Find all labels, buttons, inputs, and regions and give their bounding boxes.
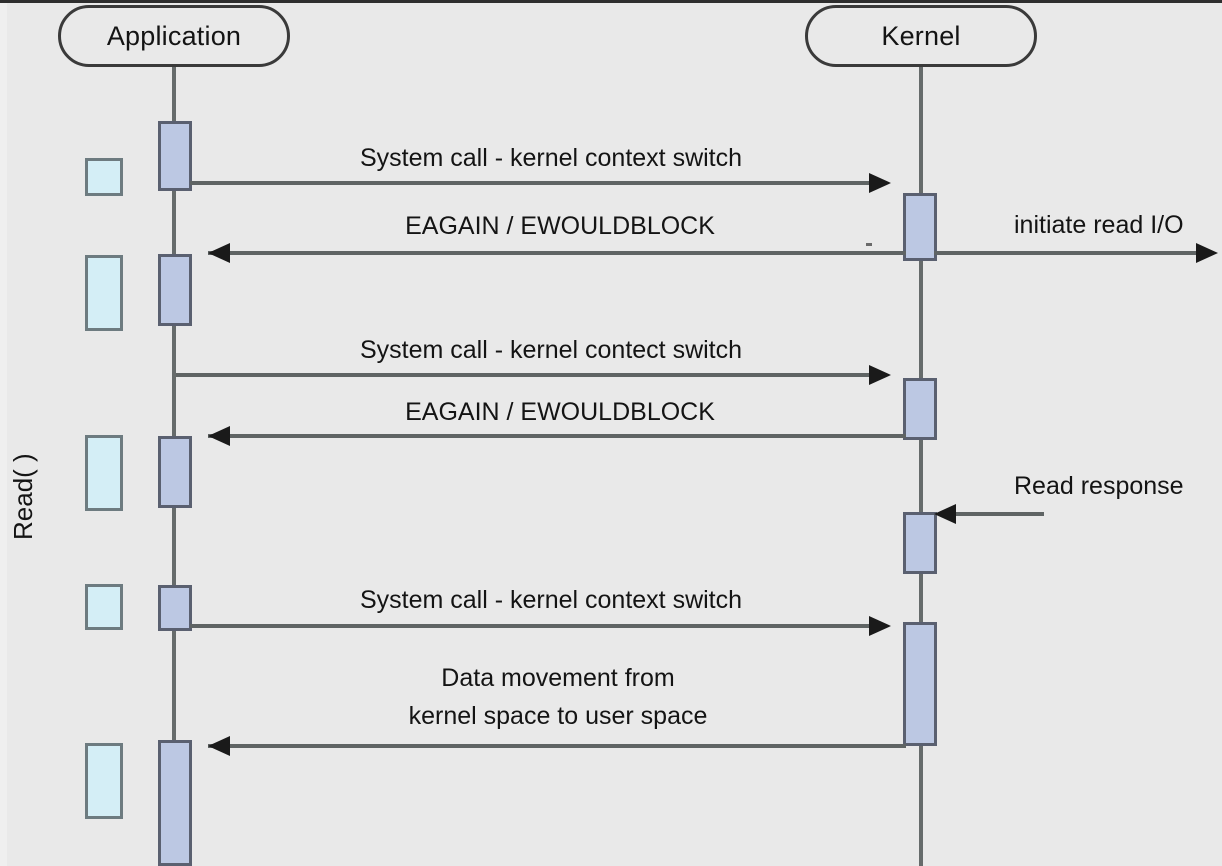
note-box-5 [85, 743, 123, 819]
message-arrowhead-6 [934, 504, 956, 524]
message-arrowhead-4 [869, 365, 891, 385]
message-line-7 [190, 624, 880, 628]
message-line-6 [952, 512, 1044, 516]
activation-application-5[interactable] [158, 740, 192, 866]
message-line-3 [934, 251, 1202, 255]
activation-kernel-1[interactable] [903, 193, 937, 261]
message-label-8-line1: Data movement from [441, 664, 675, 692]
lifeline-kernel [919, 67, 923, 866]
message-label-2: EAGAIN / EWOULDBLOCK [405, 212, 715, 240]
note-box-1 [85, 158, 123, 196]
message-arrowhead-2 [208, 243, 230, 263]
read-operation-label: Read( ) [8, 453, 38, 540]
message-line-5 [208, 434, 906, 438]
message-label-1: System call - kernel context switch [359, 144, 743, 172]
activation-application-1[interactable] [158, 121, 192, 191]
message-line-4 [176, 373, 880, 377]
lifeline-head-kernel-label: Kernel [881, 20, 961, 51]
message-line-8 [208, 744, 906, 748]
message-label-6: Read response [1014, 472, 1184, 500]
message-label-8-line2: kernel space to user space [408, 702, 708, 730]
lifeline-head-kernel[interactable]: Kernel [805, 5, 1037, 67]
note-box-2 [85, 255, 123, 331]
message-line-2 [208, 251, 906, 255]
message-arrowhead-1 [869, 173, 891, 193]
left-edge-band [0, 3, 7, 866]
activation-application-3[interactable] [158, 436, 192, 508]
message-arrowhead-8 [208, 736, 230, 756]
activation-kernel-2[interactable] [903, 378, 937, 440]
message-arrowhead-5 [208, 426, 230, 446]
activation-kernel-3[interactable] [903, 512, 937, 574]
message-arrowhead-3 [1196, 243, 1218, 263]
message-label-4: System call - kernel contect switch [359, 336, 743, 364]
top-border-rule [0, 0, 1222, 3]
message-line-1 [190, 181, 880, 185]
activation-application-2[interactable] [158, 254, 192, 326]
activation-application-4[interactable] [158, 585, 192, 631]
artifact-speck [866, 243, 872, 246]
message-arrowhead-7 [869, 616, 891, 636]
note-box-4 [85, 584, 123, 630]
lifeline-head-application[interactable]: Application [58, 5, 290, 67]
message-label-5: EAGAIN / EWOULDBLOCK [405, 398, 715, 426]
message-label-7: System call - kernel context switch [359, 586, 743, 614]
lifeline-head-application-label: Application [106, 20, 242, 51]
note-box-3 [85, 435, 123, 511]
activation-kernel-4[interactable] [903, 622, 937, 746]
message-label-3: initiate read I/O [1014, 211, 1184, 239]
